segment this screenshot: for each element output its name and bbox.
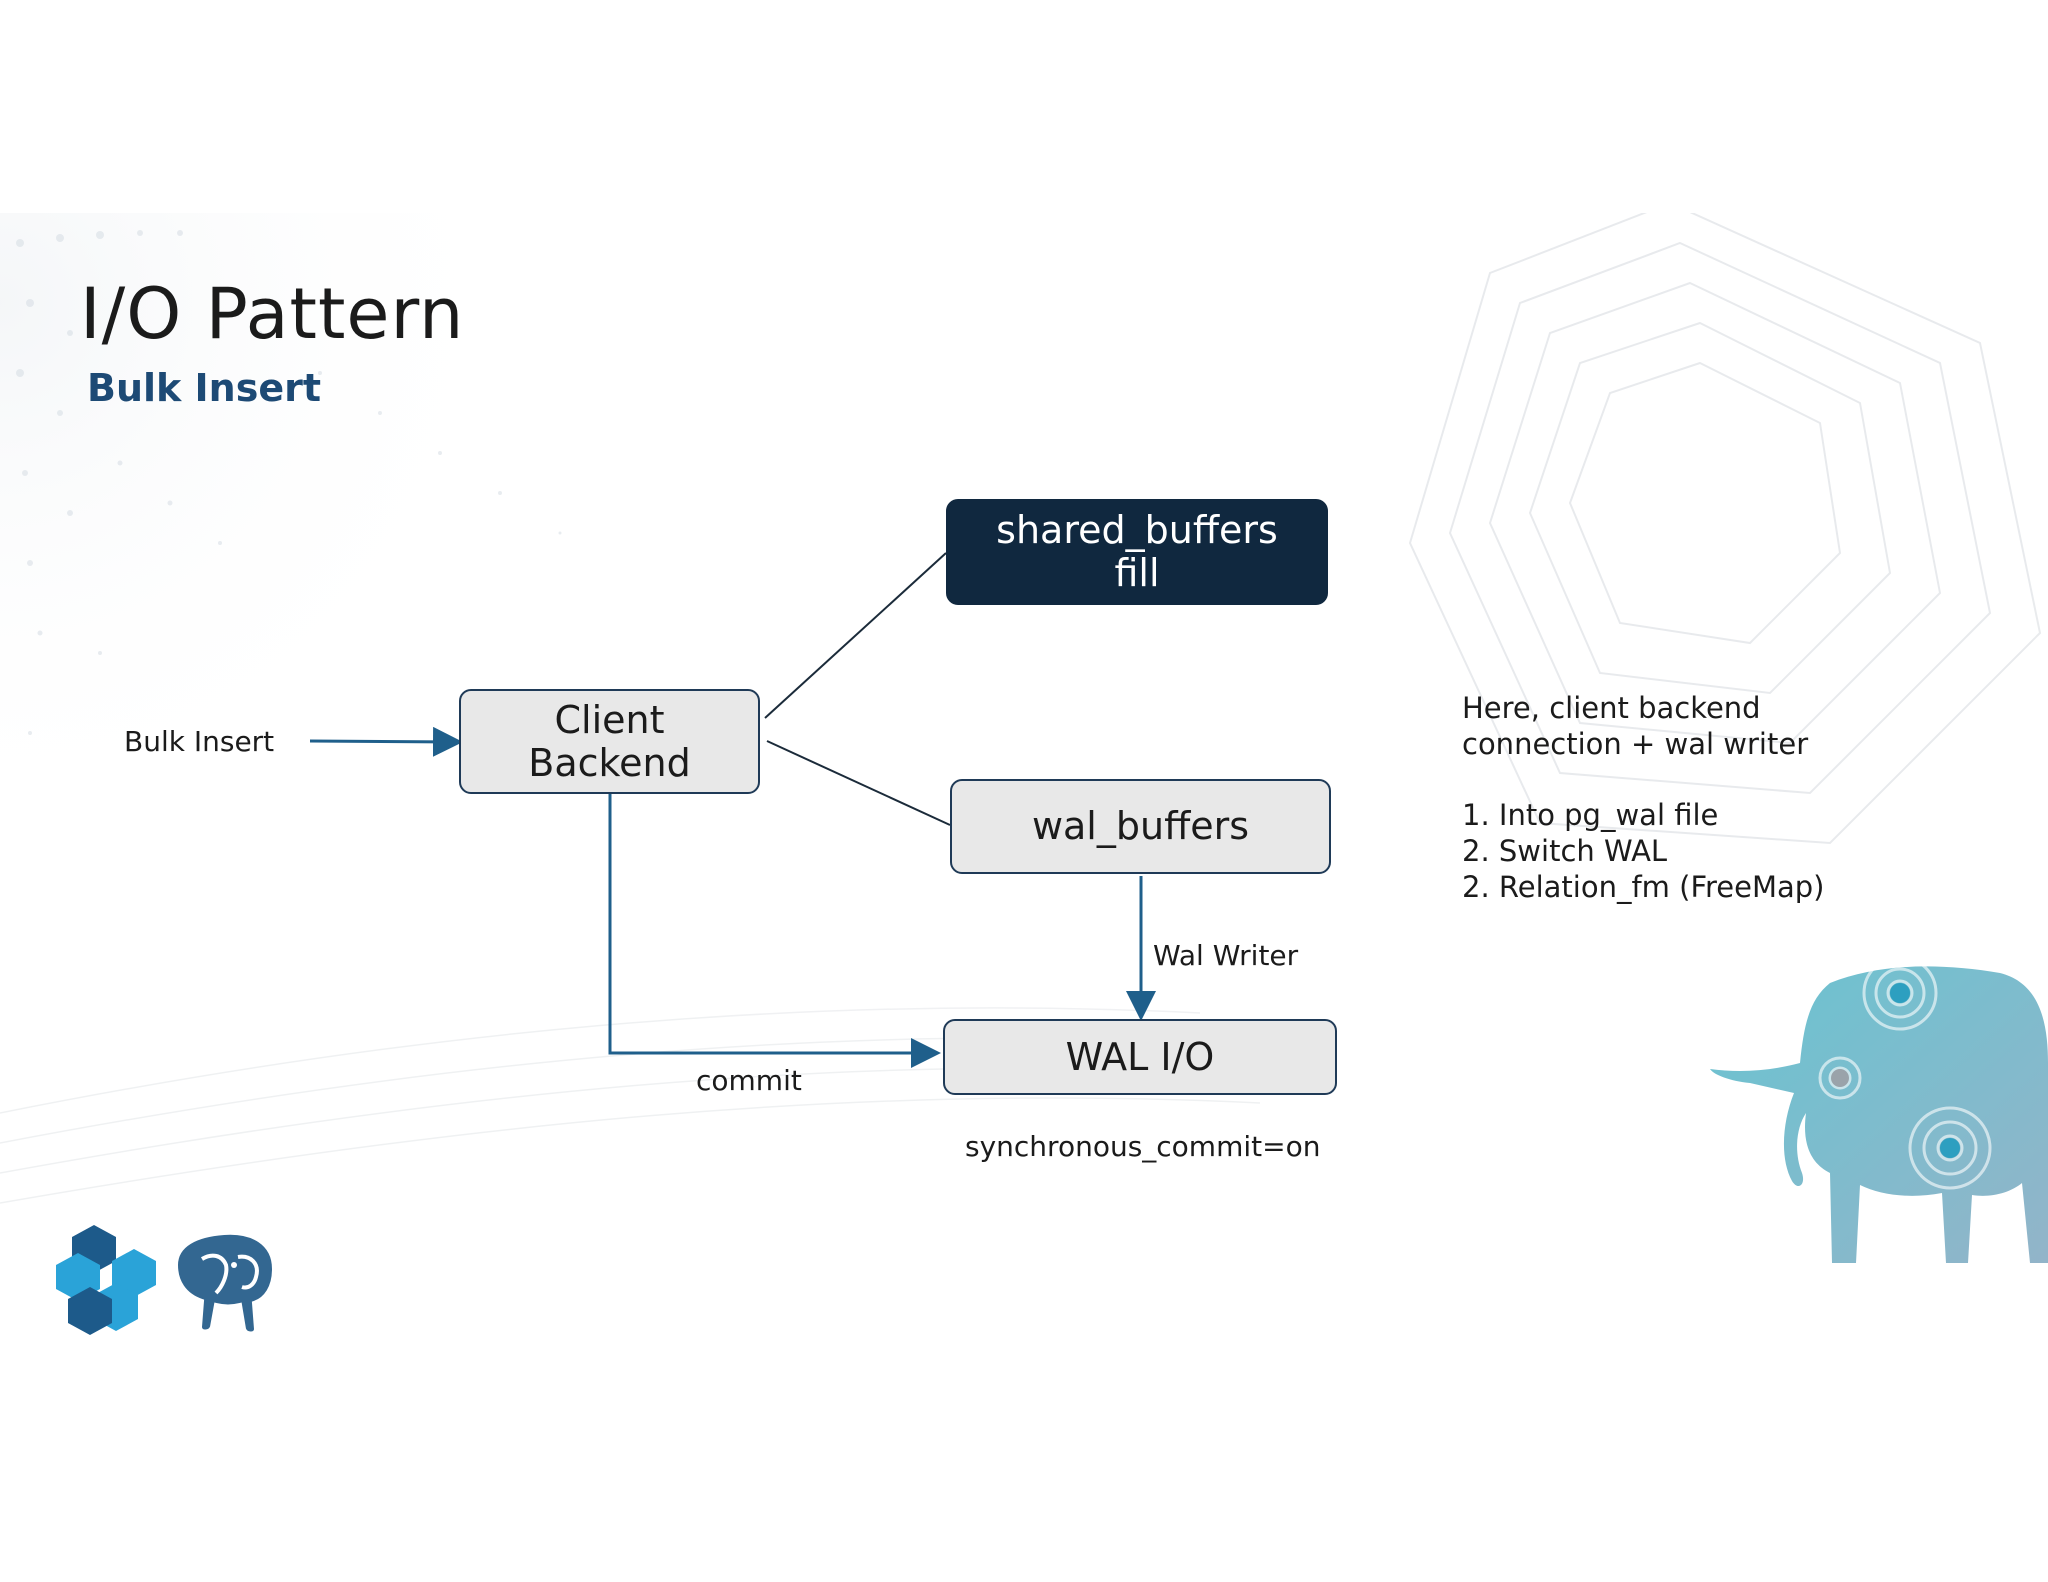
shared-buffers-line1: shared_buffers — [996, 508, 1278, 553]
wal-buffers-label: wal_buffers — [1031, 804, 1250, 849]
client-backend-line1: Client — [554, 697, 665, 742]
slide: I/O Pattern Bulk Insert Bulk Insert Clie… — [0, 213, 2048, 1365]
sync-commit-label: synchronous_commit=on — [965, 1130, 1321, 1163]
wal-buffers-box: wal_buffers — [950, 779, 1331, 874]
postgres-elephant-icon — [173, 1230, 277, 1336]
slide-title: I/O Pattern — [80, 273, 465, 355]
bulk-insert-label: Bulk Insert — [124, 725, 275, 758]
notes-item-1: 1. Into pg_wal file — [1462, 798, 1719, 832]
hexagon-logo — [56, 1225, 156, 1335]
notes-item-3: 2. Relation_fm (FreeMap) — [1462, 870, 1825, 904]
client-backend-line2: Backend — [528, 740, 691, 785]
shared-buffers-box: shared_buffers fill — [946, 499, 1328, 605]
client-backend-box: Client Backend — [459, 689, 760, 794]
commit-arrow — [608, 794, 941, 1068]
notes-intro-line2: connection + wal writer — [1462, 727, 1809, 761]
diagram-connectors — [309, 552, 1156, 1068]
notes-intro-line1: Here, client backend — [1462, 691, 1761, 725]
wal-buffers-connector — [766, 740, 951, 826]
background-pattern — [0, 213, 2042, 1204]
side-notes: Here, client backend connection + wal wr… — [1462, 690, 1825, 905]
slide-subtitle: Bulk Insert — [87, 366, 322, 410]
wal-io-label: WAL I/O — [1065, 1034, 1215, 1079]
shared-buffers-line2: fill — [1114, 551, 1160, 595]
wal-io-box: WAL I/O — [943, 1019, 1337, 1095]
commit-label: commit — [696, 1064, 802, 1097]
shared-buffers-connector — [764, 552, 947, 719]
input-arrow — [309, 726, 463, 757]
notes-item-2: 2. Switch WAL — [1462, 834, 1668, 868]
wal-writer-label: Wal Writer — [1153, 939, 1299, 972]
elephant-illustration — [1710, 963, 2048, 1263]
